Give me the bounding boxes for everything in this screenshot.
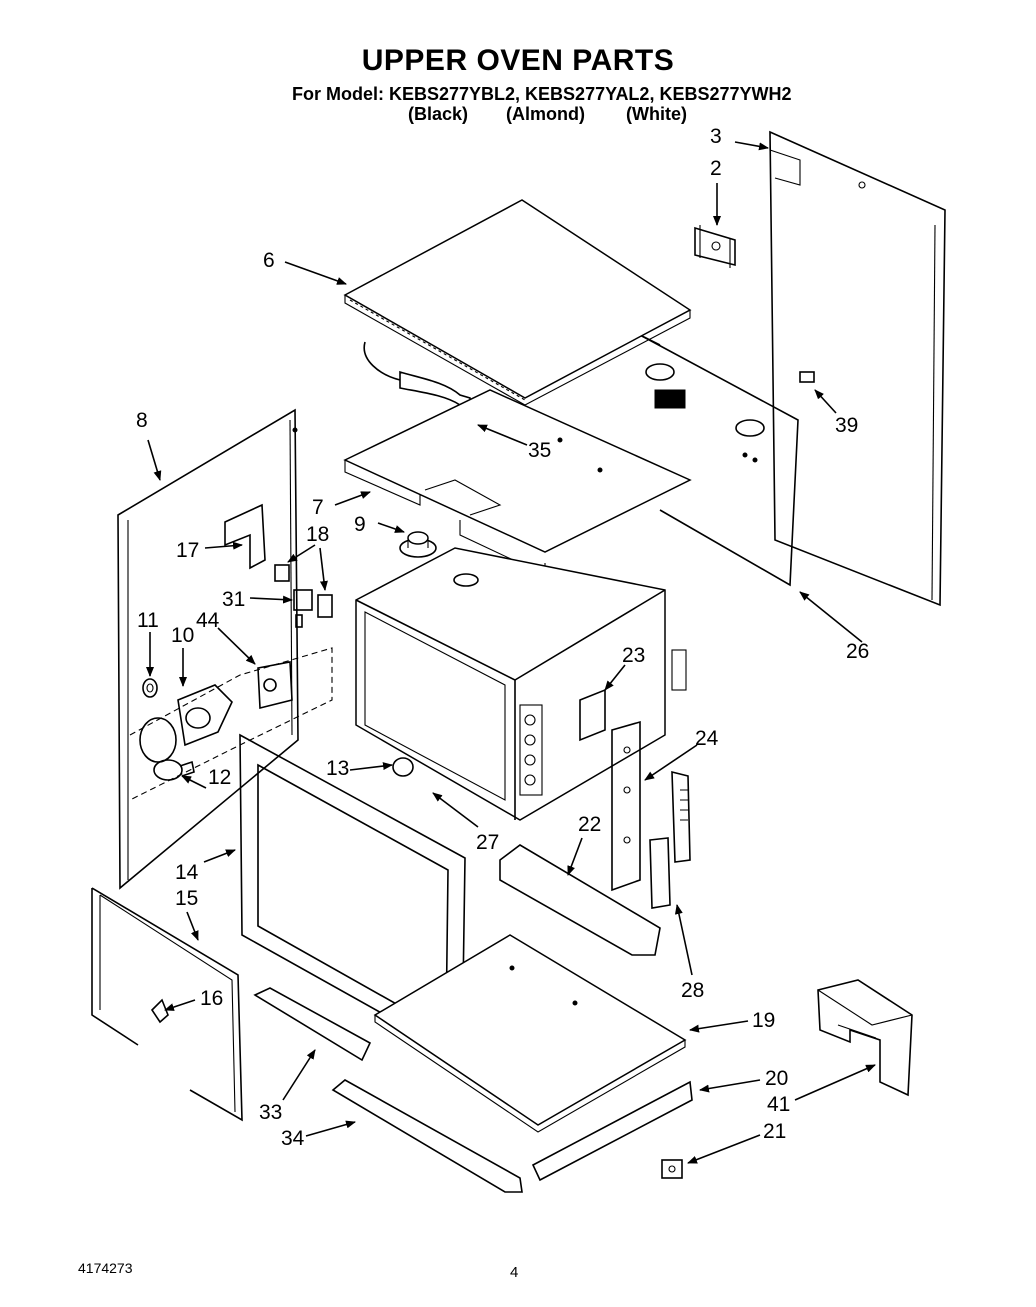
callout-13: 13 [326,757,350,780]
callout-3: 3 [710,125,722,148]
callout-23: 23 [622,644,646,667]
callout-22: 22 [578,813,602,836]
part-trim-34 [331,1079,523,1193]
part-rail-24 [611,720,641,892]
part-grommet-11 [142,678,158,698]
part-light-10 [129,647,333,801]
callout-18: 18 [306,523,330,546]
part-brace-22 [499,844,661,956]
callout-27: 27 [476,831,500,854]
part-socket-44 [257,661,293,710]
callout-41: 41 [767,1093,791,1116]
callout-6: 6 [263,249,275,272]
part-top-shield-7 [343,389,692,576]
callout-7: 7 [312,496,324,519]
part-bulb-12 [153,759,195,781]
part-channel-33 [253,987,372,1062]
callout-20: 20 [765,1067,789,1090]
callout-31: 31 [222,588,246,611]
part-rear-panel [769,130,946,607]
callout-33: 33 [259,1101,283,1124]
part-plug-13 [392,757,414,777]
part-gasket-15 [91,887,243,1122]
callout-11: 11 [137,609,159,632]
callout-28: 28 [681,979,705,1002]
part-bottom-panel-19 [373,934,687,1133]
callout-44: 44 [196,609,220,632]
variant-white: (White) [626,104,687,124]
part-bracket-23 [579,688,606,742]
part-bracket-21 [661,1159,683,1179]
part-clip-16 [150,998,169,1024]
model-line: For Model: KEBS277YBL2, KEBS277YAL2, KEB… [292,84,792,104]
part-duct-41 [817,979,913,1097]
page-number: 4 [510,1264,519,1281]
variant-black: (Black) [408,104,469,124]
callout-34: 34 [281,1127,305,1150]
callout-2: 2 [710,157,722,180]
document-number: 4174273 [78,1260,133,1276]
callout-8: 8 [136,409,148,432]
callout-12: 12 [208,766,232,789]
part-switch-31 [293,589,313,628]
callout-17: 17 [176,539,200,562]
part-rail-20 [531,1080,693,1182]
callout-39: 39 [835,414,859,437]
part-oven-cavity-27 [355,547,687,821]
callout-26: 26 [846,640,870,663]
part-left-panel-8 [117,408,299,890]
callout-16: 16 [200,987,224,1010]
part-side-panel-26 [639,334,799,587]
part-bracket-17 [224,503,266,570]
callout-21: 21 [763,1120,787,1143]
part-fuse-9 [399,531,437,558]
callout-14: 14 [175,861,199,884]
part-clip-39 [799,371,815,383]
callout-10: 10 [171,624,195,647]
leader-arrows [146,141,876,1164]
callout-15: 15 [175,887,199,910]
part-bracket-2 [694,225,736,268]
part-top-cover-6 [343,199,692,406]
variant-almond: (Almond) [506,104,585,124]
callout-9: 9 [354,513,366,536]
part-switch-18 [274,564,333,618]
callout-19: 19 [752,1009,776,1032]
part-latch-28 [649,770,691,909]
callout-35: 35 [528,439,552,462]
callout-24: 24 [695,727,719,750]
diagram-title: UPPER OVEN PARTS [361,44,675,77]
